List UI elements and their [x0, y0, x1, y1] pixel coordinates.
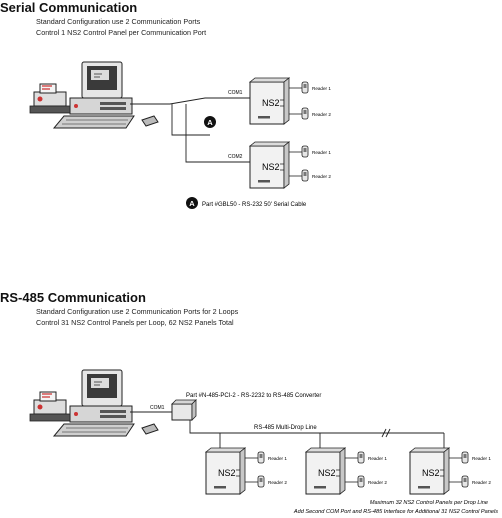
svg-text:NS2: NS2: [318, 468, 336, 478]
serial-reader-2: Reader 2: [312, 112, 331, 117]
serial-title: Serial Communication: [0, 0, 138, 15]
rs485-reader-2b: Reader 2: [368, 480, 387, 485]
rs485-ns2-panel-1: NS2: [205, 447, 246, 495]
serial-cables: [130, 97, 250, 163]
serial-legend: A Part #GBL50 - RS-232 50' Serial Cable: [186, 197, 307, 209]
rs485-subtitle-1: Standard Configuration use 2 Communicati…: [36, 307, 239, 316]
serial-ns2-panel-1: NS2: [249, 77, 290, 125]
rs485-converter-icon: [171, 399, 197, 421]
serial-reader-2b: Reader 2: [312, 174, 331, 179]
serial-ns2-panel-2: NS2: [249, 141, 290, 189]
svg-text:NS2: NS2: [422, 468, 440, 478]
rs485-note-1: Maximum 32 NS2 Control Panels per Drop L…: [370, 500, 488, 506]
rs485-reader-1a: Reader 1: [268, 456, 287, 461]
rs485-multidrop-line: [189, 420, 445, 452]
serial-reader-wires: [289, 87, 302, 177]
serial-card-reader-icon: [301, 81, 309, 182]
rs485-converter-text: Part #N-485-PCI-2 - RS-2232 to RS-485 Co…: [186, 393, 321, 399]
serial-com2-label: COM2: [228, 154, 243, 160]
rs485-ns2-panel-2: NS2: [305, 447, 346, 495]
rs485-reader-1b: Reader 1: [368, 456, 387, 461]
svg-text:NS2: NS2: [262, 98, 280, 108]
rs485-dropline-label: RS-485 Multi-Drop Line: [254, 425, 317, 431]
rs485-reader-2c: Reader 2: [472, 480, 491, 485]
svg-text:NS2: NS2: [218, 468, 236, 478]
rs485-com-label: COM1: [150, 405, 165, 411]
rs485-break-mark: [381, 428, 391, 438]
rs485-computer-icon: [29, 369, 159, 437]
serial-callout-a: A: [204, 116, 216, 128]
serial-subtitle-1: Standard Configuration use 2 Communicati…: [36, 17, 201, 26]
rs485-reader-1c: Reader 1: [472, 456, 491, 461]
serial-com1-label: COM1: [228, 90, 243, 96]
serial-reader-1: Reader 1: [312, 86, 331, 91]
serial-reader-1b: Reader 1: [312, 150, 331, 155]
serial-legend-text: Part #GBL50 - RS-232 50' Serial Cable: [202, 202, 307, 208]
svg-text:A: A: [207, 118, 213, 127]
svg-text:A: A: [189, 199, 195, 208]
rs485-note-2: Add Second COM Port and RS-485 Interface…: [293, 509, 498, 515]
rs485-reader-wires: [245, 457, 462, 483]
serial-computer-icon: [29, 61, 159, 129]
rs485-title: RS-485 Communication: [0, 290, 146, 305]
rs485-subtitle-2: Control 31 NS2 Control Panels per Loop, …: [36, 318, 234, 327]
rs485-reader-2a: Reader 2: [268, 480, 287, 485]
serial-subtitle-2: Control 1 NS2 Control Panel per Communic…: [36, 28, 207, 37]
svg-text:NS2: NS2: [262, 162, 280, 172]
rs485-ns2-panel-3: NS2: [409, 447, 450, 495]
